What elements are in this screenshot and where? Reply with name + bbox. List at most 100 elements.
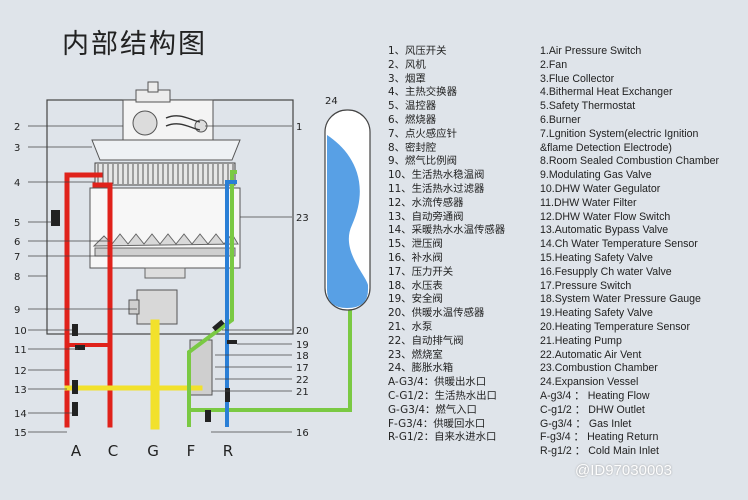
pipe-letter-G: G (147, 442, 159, 460)
flow-sensor-part (75, 345, 85, 350)
callout-left-8: 8 (14, 272, 20, 283)
zh-item: 10、生活热水稳温阀 (388, 169, 485, 182)
callout-leaders (28, 125, 292, 433)
en-item: 3.Flue Collector (540, 72, 615, 85)
en-item: &flame Detection Electrode) (540, 141, 672, 154)
pipe-letter-R: R (223, 442, 233, 460)
callout-left-13: 13 (14, 385, 27, 396)
pressure-switch-tube (165, 115, 201, 131)
en-item: 11.DHW Water Filter (540, 196, 637, 209)
ch-sensor-part (72, 402, 78, 416)
callout-right-20: 20 (296, 326, 309, 337)
zh-item: 14、采暖热水水温传感器 (388, 224, 506, 237)
heating-return-pipe (187, 170, 237, 427)
pipe-letter-F: F (187, 442, 196, 460)
en-item: G-g3/4 ： Gas Inlet (540, 417, 632, 430)
callout-left-2: 2 (14, 122, 20, 133)
vessel-callout-label: 24 (325, 96, 338, 107)
zh-item: 6、燃烧器 (388, 113, 437, 126)
en-item: 7.Lgnition System(electric Ignition (540, 127, 699, 140)
gas-manifold (144, 267, 186, 279)
zh-item: 8、密封腔 (388, 141, 437, 154)
zh-item: G-G3/4：燃气入口 (388, 403, 477, 416)
flue-collector (91, 139, 241, 161)
en-item: 5.Safety Thermostat (540, 100, 636, 113)
zh-item: 3、烟罩 (388, 72, 426, 85)
en-item: A-g3/4 ： Heating Flow (540, 389, 650, 402)
en-item: 4.Bithermal Heat Exchanger (540, 86, 673, 99)
en-item: 17.Pressure Switch (540, 279, 632, 292)
en-item: 24.Expansion Vessel (540, 376, 639, 389)
callout-left-15: 15 (14, 428, 27, 439)
en-item: 12.DHW Water Flow Switch (540, 210, 671, 223)
zh-item: 12、水流传感器 (388, 196, 464, 209)
zh-item: 20、供暖水温传感器 (388, 307, 485, 320)
callout-right-23: 23 (296, 213, 309, 224)
zh-item: 21、水泵 (388, 320, 433, 333)
fill-valve-part (205, 410, 211, 422)
callout-right-21: 21 (296, 387, 309, 398)
zh-item: 15、泄压阀 (388, 238, 443, 251)
zh-item: A-G3/4：供暖出水口 (388, 376, 487, 389)
callout-right-19: 19 (296, 340, 309, 351)
zh-item: 4、主热交换器 (388, 86, 457, 99)
callout-left-9: 9 (14, 305, 20, 316)
zh-item: 16、补水阀 (388, 251, 443, 264)
zh-item: 5、温控器 (388, 100, 437, 113)
heating-sensor-part (212, 319, 225, 332)
en-item: 9.Modulating Gas Valve (540, 169, 652, 182)
zh-item: 17、压力开关 (388, 265, 454, 278)
zh-item: 24、膨胀水箱 (388, 362, 454, 375)
zh-item: 11、生活热水过滤器 (388, 182, 485, 195)
heating-return-to-vessel (187, 308, 352, 412)
dhw-regulator-part (72, 324, 78, 336)
en-item: C-g1/2 ： DHW Outlet (540, 403, 645, 416)
zh-item: C-G1/2：生活热水出口 (388, 389, 497, 402)
fan-chimney (147, 81, 159, 93)
zh-item: 19、安全阀 (388, 293, 443, 306)
fan-wheel (132, 110, 158, 136)
watermark: @ID97030003 (575, 462, 672, 479)
callout-left-10: 10 (14, 326, 27, 337)
heat-exchanger (94, 162, 236, 186)
en-item: 15.Heating Safety Valve (540, 251, 653, 264)
en-item: 2.Fan (540, 58, 568, 71)
burner-bar (94, 247, 236, 257)
en-item: 21.Heating Pump (540, 334, 622, 347)
bypass-valve-part (72, 380, 78, 394)
zh-item: 18、水压表 (388, 279, 443, 292)
zh-item: 7、点火感应针 (388, 127, 457, 140)
en-item: 10.DHW Water Gegulator (540, 182, 661, 195)
pipe-letter-A: A (71, 442, 82, 460)
en-item: 6.Burner (540, 113, 581, 126)
en-item: 18.System Water Pressure Gauge (540, 293, 701, 306)
heat-exchanger-fins (97, 164, 234, 184)
zh-item: R-G1/2：自来水进水口 (388, 431, 497, 444)
en-item: 1.Air Pressure Switch (540, 45, 642, 57)
zh-item: 9、燃气比例阀 (388, 155, 457, 168)
callout-left-3: 3 (14, 143, 20, 154)
zh-item: 2、风机 (388, 58, 426, 71)
zh-item: F-G3/4：供暖回水口 (388, 417, 486, 430)
callout-right-22: 22 (296, 375, 309, 386)
gas-valve-body (136, 289, 178, 325)
callout-left-4: 4 (14, 178, 20, 189)
en-item: 14.Ch Water Temperature Sensor (540, 238, 698, 251)
callout-right-1: 1 (296, 122, 302, 133)
temperature-sensor-part (51, 210, 60, 226)
diagram-title: 内部结构图 (62, 29, 207, 60)
air-vent-part (225, 388, 230, 402)
en-item: 8.Room Sealed Combustion Chamber (540, 155, 720, 168)
en-item: R-g1/2 ： Cold Main Inlet (540, 445, 659, 458)
callout-right-18: 18 (296, 351, 309, 362)
callout-left-6: 6 (14, 237, 20, 248)
callout-right-17: 17 (296, 363, 309, 374)
gas-valve-coil (128, 299, 140, 315)
en-item: 19.Heating Safety Valve (540, 307, 653, 320)
zh-item: 23、燃烧室 (388, 348, 443, 361)
en-item: 16.Fesupply Ch water Valve (540, 265, 672, 278)
en-item: 20.Heating Temperature Sensor (540, 320, 690, 333)
